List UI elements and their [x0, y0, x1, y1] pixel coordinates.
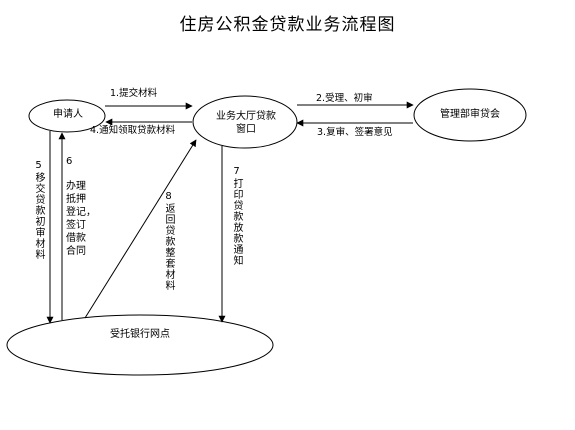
node-bank-label: 受托银行网点 [110, 329, 170, 340]
edge-6-number: 6 [66, 156, 73, 167]
diagram-title: 住房公积金贷款业务流程图 [179, 15, 396, 35]
edge-8-arrow [84, 139, 197, 319]
edge-6-line-5: 借款 [66, 233, 86, 244]
edge-3-label: 3.复审、签署意见 [317, 127, 393, 138]
edge-5-label: 5移交贷款初审材料 [32, 160, 45, 260]
edge-2-label: 2.受理、初审 [316, 93, 373, 104]
edge-5-label-text: 5移交贷款初审材料 [33, 160, 44, 260]
node-committee-label: 管理部审贷会 [440, 109, 500, 120]
node-applicant-label: 申请人 [53, 109, 83, 120]
edge-6-line-4: 签订 [66, 220, 86, 231]
edge-7-label: 7打印贷款放款通知 [230, 166, 243, 266]
node-business-hall-line-2: 窗口 [236, 124, 256, 135]
edge-6-line-1: 办理 [66, 181, 86, 192]
node-bank-shape [6, 314, 274, 376]
edge-8-label: 8返回贷款整套材料 [162, 191, 175, 291]
edge-6-label: 6 办理 抵押 登记， 签订 借款 合同 [66, 155, 96, 258]
edge-8-label-text: 8返回贷款整套材料 [163, 191, 174, 291]
edge-4-label: 4.通知领取贷款材料 [90, 125, 176, 136]
node-business-hall-label: 业务大厅贷款 窗口 [205, 110, 287, 136]
node-committee-shape [413, 88, 527, 142]
edge-6-line-2: 抵押 [66, 194, 86, 205]
edge-6-line-3: 登记， [66, 207, 96, 218]
edge-1-label: 1.提交材料 [110, 88, 158, 99]
edge-6-line-6: 合同 [66, 246, 86, 257]
edge-7-label-text: 7打印贷款放款通知 [231, 166, 242, 266]
node-applicant-shape [28, 99, 106, 133]
node-business-hall-line-1: 业务大厅贷款 [216, 111, 276, 122]
